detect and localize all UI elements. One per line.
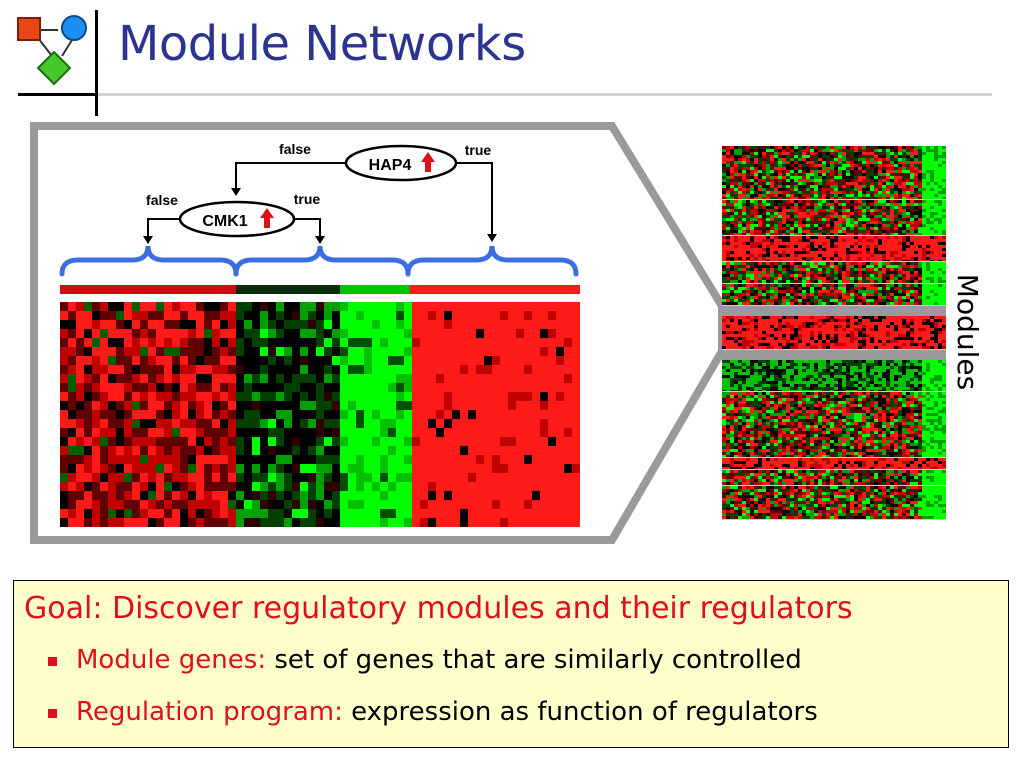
brace-left xyxy=(59,245,239,277)
bullet-marker xyxy=(48,709,57,718)
bullet-description: expression as function of regulators xyxy=(342,697,818,727)
modules-heatmap xyxy=(722,146,946,520)
up-arrow-icon xyxy=(260,208,274,228)
bullet-description: set of genes that are similarly controll… xyxy=(266,645,802,675)
bullet-regulation-program: Regulation program: expression as functi… xyxy=(48,697,818,727)
bullet-term: Module genes: xyxy=(76,645,267,675)
brace-middle xyxy=(233,245,411,277)
modules-side-label: Modules xyxy=(951,274,984,390)
bullet-term: Regulation program: xyxy=(76,697,343,727)
regulator-node-cmk1: CMK1 xyxy=(178,200,296,238)
logo-icon xyxy=(17,15,87,86)
page-title: Module Networks xyxy=(118,16,526,72)
module-network-figure: HAP4 false true CMK1 false true Modules xyxy=(30,122,984,544)
title-rule-light xyxy=(98,93,992,96)
title-rule-dark xyxy=(18,93,98,96)
regulator-node-hap4: HAP4 xyxy=(344,144,458,182)
hap4-false-label: false xyxy=(279,141,311,157)
bullet-marker xyxy=(48,657,57,666)
context-braces xyxy=(59,245,579,277)
regulator-label-cmk1: CMK1 xyxy=(202,213,247,230)
cmk1-false-label: false xyxy=(146,192,178,208)
title-vertical-rule xyxy=(95,10,98,116)
tree-arrowheads xyxy=(143,188,497,244)
tree-edges xyxy=(147,162,493,240)
bullet-module-genes: Module genes: set of genes that are simi… xyxy=(48,645,802,675)
goal-heading: Goal: Discover regulatory modules and th… xyxy=(24,591,853,626)
expression-heatmap xyxy=(60,302,580,527)
regulator-expression-bar xyxy=(60,285,580,299)
regulator-label-hap4: HAP4 xyxy=(369,157,412,174)
hap4-true-label: true xyxy=(465,142,492,158)
up-arrow-icon xyxy=(421,152,435,172)
cmk1-true-label: true xyxy=(294,191,321,207)
goal-box: Goal: Discover regulatory modules and th… xyxy=(13,580,1009,748)
brace-right xyxy=(405,245,579,277)
